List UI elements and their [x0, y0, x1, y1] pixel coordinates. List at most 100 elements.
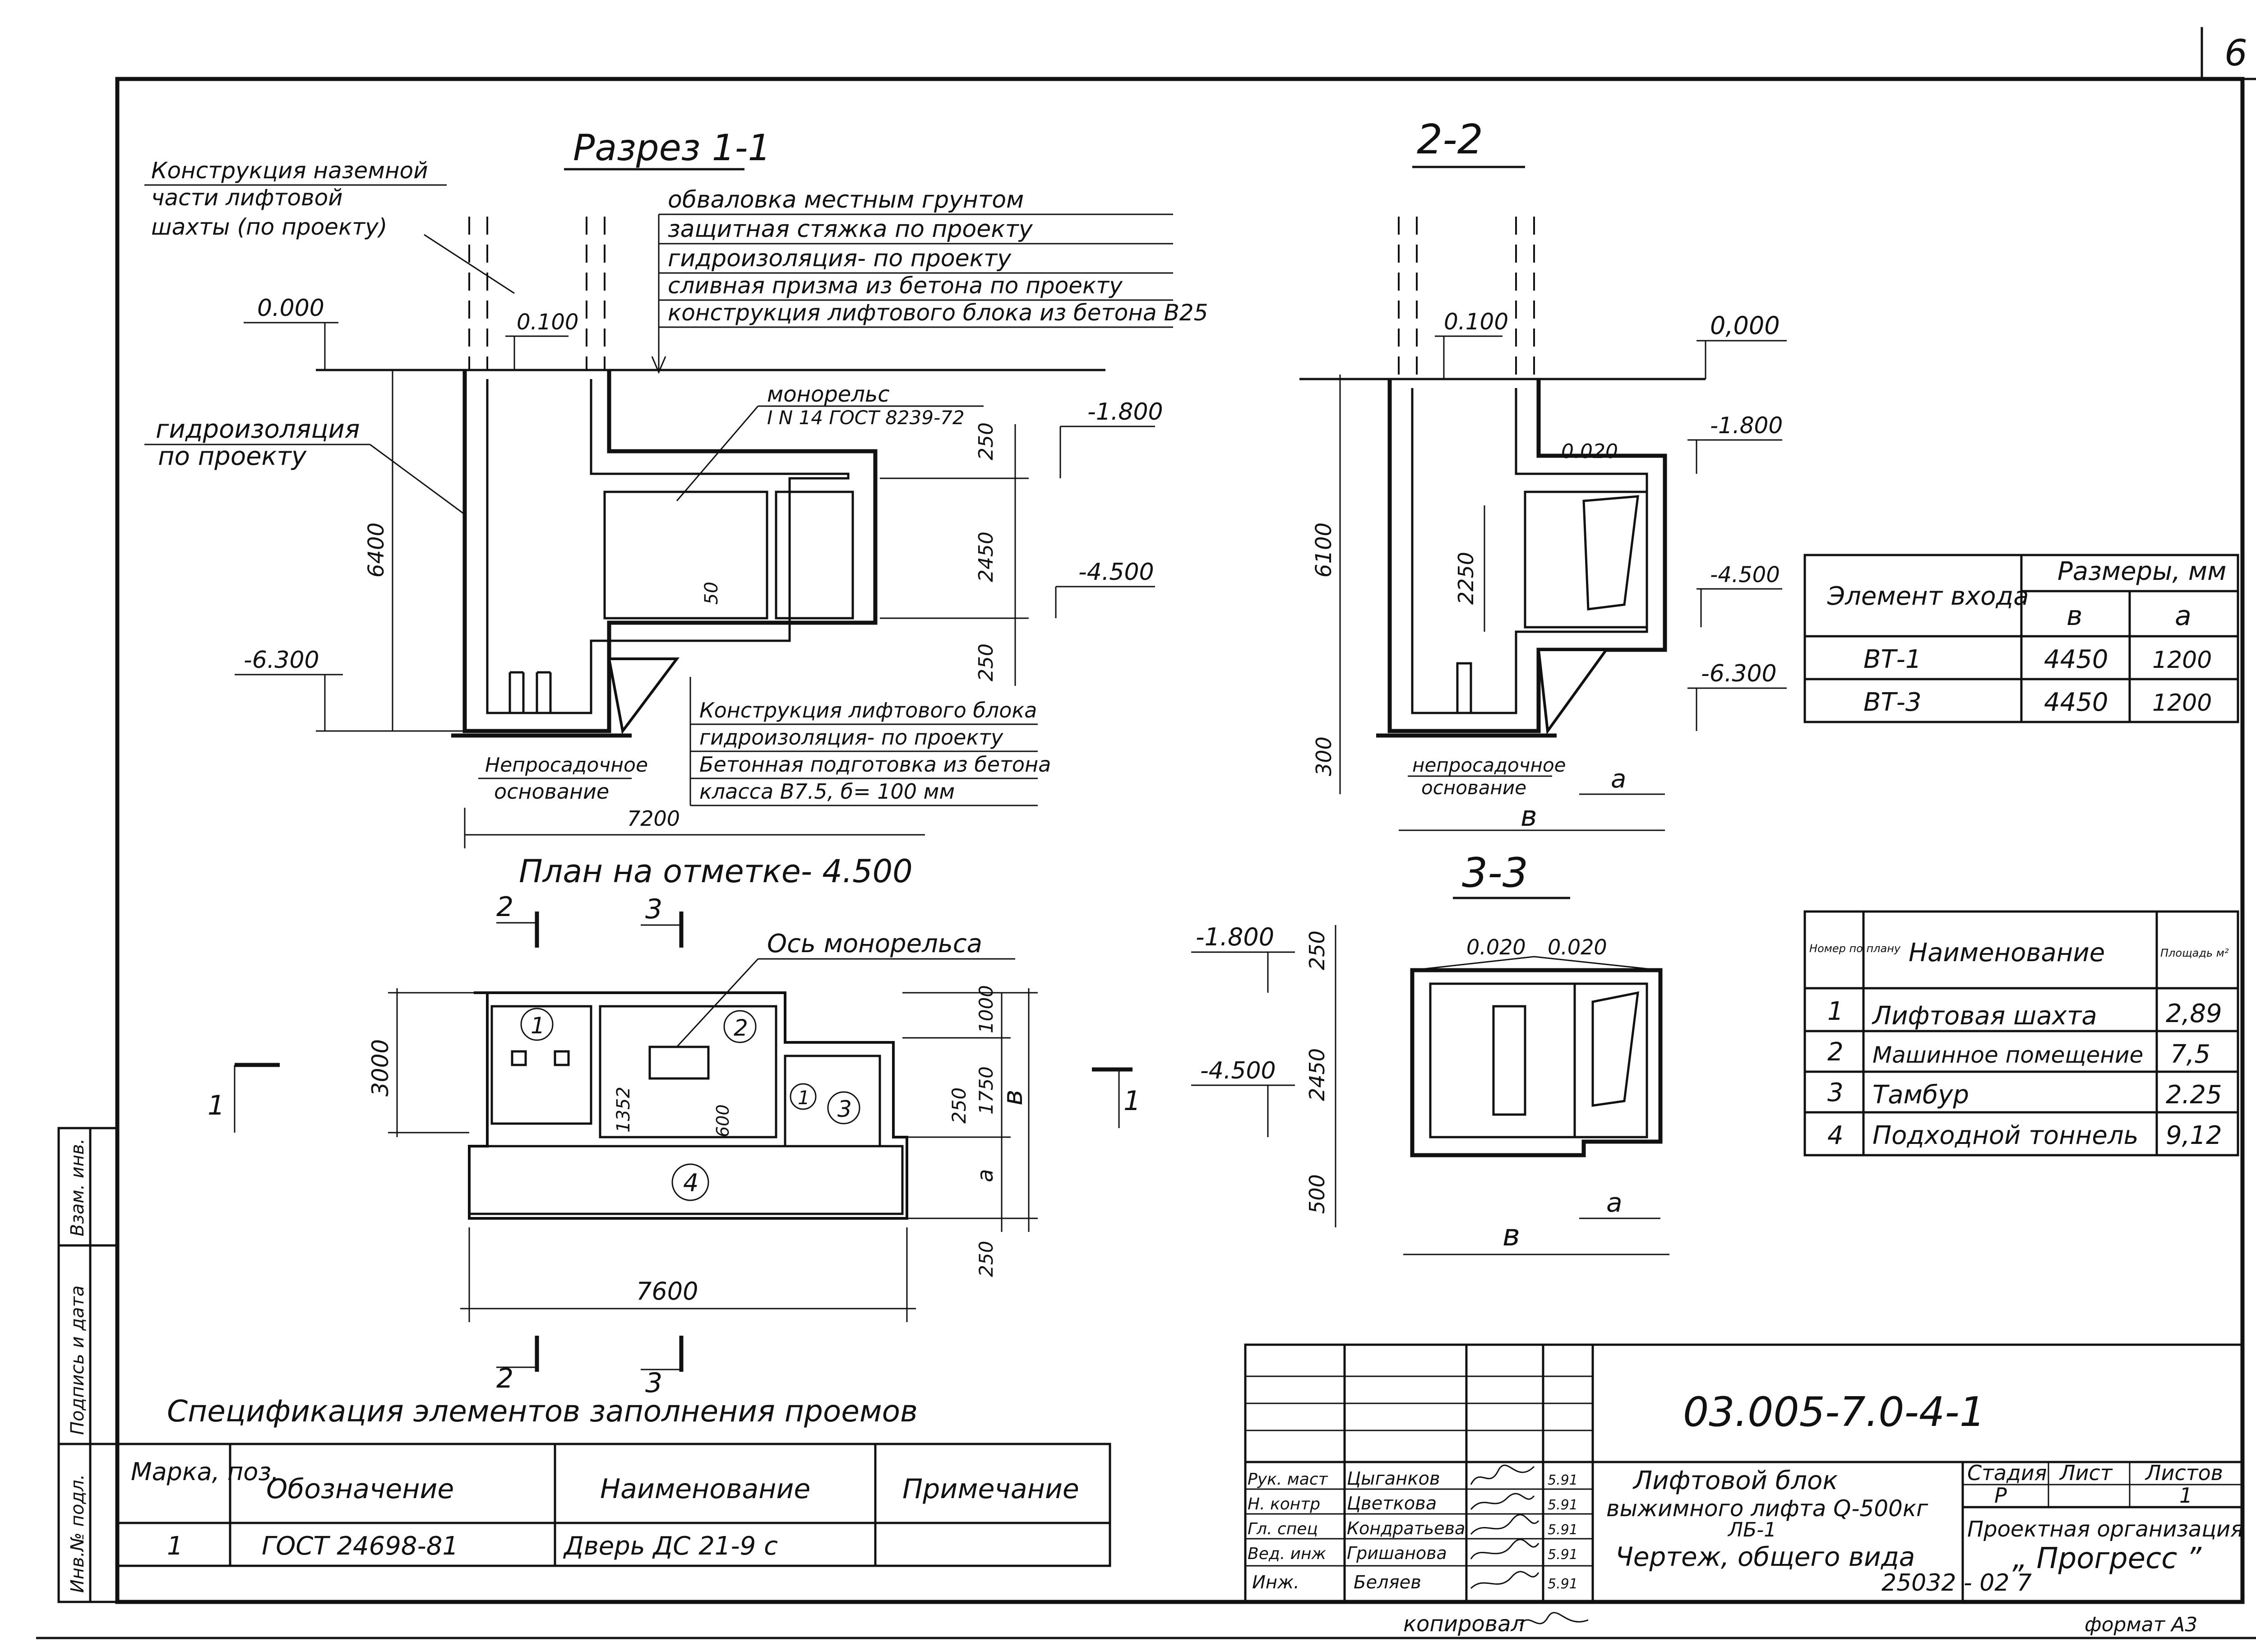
entry-row1-name: ВТ-1 [1863, 645, 1921, 674]
s33-level-minus4500: -4.500 [1200, 1057, 1276, 1084]
section-1-1-title: Разрез 1-1 [573, 127, 771, 169]
section-1-1: Разрез 1-1 Конструкция наземной части ли… [144, 127, 1208, 848]
sheets-value: 1 [2179, 1483, 2192, 1508]
dim-2450: 2450 [975, 532, 998, 582]
name-3: Кондратьева [1347, 1518, 1465, 1538]
rooms-row3-name: Тамбур [1872, 1080, 1969, 1110]
rooms-row2-num: 2 [1827, 1037, 1844, 1067]
s22-level-0020: 0.020 [1561, 440, 1618, 463]
plan-dim-250a: 250 [948, 1087, 970, 1124]
rooms-row2-area: 7,5 [2170, 1040, 2210, 1069]
s22-level-minus6300: -6.300 [1701, 660, 1777, 687]
plan-dim-7600: 7600 [636, 1277, 698, 1305]
entry-row2-name: ВТ-3 [1863, 688, 1921, 717]
spec-row1-designation: ГОСТ 24698-81 [262, 1532, 458, 1561]
date-2: 5.91 [1548, 1497, 1578, 1513]
section-3-3-title: 3-3 [1462, 849, 1528, 897]
org-2: „ Прогресс ” [2012, 1542, 2202, 1575]
s33-level-0020b: 0.020 [1548, 935, 1607, 959]
entry-table: Элемент входа Размеры, мм в а ВТ-1 4450 … [1803, 554, 2239, 723]
spec-row1-name: Дверь ДС 21-9 с [563, 1532, 778, 1561]
entry-header-b: в [2066, 600, 2082, 632]
entry-row1-b: 4450 [2044, 645, 2108, 674]
title-code: 03.005-7.0-4-1 [1683, 1388, 1985, 1436]
plan-dim-a: a [973, 1169, 998, 1182]
level-0000: 0.000 [257, 295, 324, 322]
level-minus1800: -1.800 [1087, 398, 1163, 426]
dim-250b: 250 [975, 643, 998, 681]
layer-5: конструкция лифтового блока из бетона В2… [668, 300, 1208, 326]
cut-3-bottom: 3 [645, 1367, 662, 1399]
dim-7200: 7200 [627, 806, 680, 831]
bottom-layer-1: Конструкция лифтового блока [699, 698, 1037, 722]
spec-header-note: Примечание [902, 1473, 1079, 1505]
entry-header-size: Размеры, мм [2057, 557, 2226, 586]
s22-dim-b: в [1521, 800, 1537, 833]
section-2-2-title: 2-2 [1417, 116, 1483, 163]
desc-2: выжимного лифта Q-500кг [1606, 1495, 1928, 1522]
org-1: Проектная организация [1967, 1517, 2243, 1542]
cut-3-top: 3 [645, 893, 662, 925]
s22-dim-a: a [1611, 764, 1626, 794]
plan-view: План на отметке- 4.500 1 2 1 3 4 Ось мон… [208, 853, 1141, 1399]
rooms-table: Номер по плану Наименование Площадь м² 1… [1803, 910, 2239, 1157]
dim-50: 50 [701, 582, 722, 605]
level-minus6300: -6.300 [244, 647, 319, 674]
format-label: формат А3 [2085, 1613, 2197, 1636]
dim-250a: 250 [975, 422, 998, 460]
s33-dim-b: в [1502, 1218, 1520, 1253]
copied-by: копировал [1403, 1611, 1525, 1637]
stage-value: Р [1994, 1483, 2007, 1508]
rooms-header-name: Наименование [1909, 938, 2105, 967]
room-marker-1: 1 [531, 1013, 545, 1039]
spec-row1-mark: 1 [167, 1532, 183, 1561]
role-1: Рук. маст [1248, 1470, 1328, 1489]
role-4: Вед. инж [1248, 1545, 1327, 1563]
spec-header-designation: Обозначение [266, 1473, 454, 1505]
spec-header-name: Наименование [600, 1473, 810, 1505]
desc-4: Чертеж, общего вида [1615, 1541, 1915, 1572]
copier-signature [1520, 1612, 1589, 1625]
s22-level-0100: 0.100 [1444, 309, 1508, 335]
section-3-3: 3-3 0.020 0.020 -1.800 -4.500 250 2450 5… [1191, 849, 1669, 1255]
room-marker-3: 3 [837, 1096, 852, 1122]
rooms-row3-num: 3 [1827, 1078, 1844, 1107]
desc-3: ЛБ-1 [1727, 1518, 1776, 1541]
s22-level-minus1800: -1.800 [1710, 412, 1783, 439]
spec-header-mark: Марка, поз. [131, 1458, 279, 1486]
signature-4 [1470, 1539, 1539, 1559]
monorail-2: I N 14 ГОСТ 8239-72 [767, 407, 965, 429]
s33-dim-500: 500 [1305, 1174, 1329, 1214]
sheet-number: 6 [2224, 32, 2247, 74]
monorail-axis-label: Ось монорельса [767, 929, 982, 958]
s22-level-0000: 0,000 [1710, 311, 1780, 340]
side-stamp-replace: Взам. инв. [67, 1138, 88, 1236]
rooms-row1-num: 1 [1827, 997, 1844, 1026]
date-1: 5.91 [1548, 1472, 1578, 1488]
desc-1: Лифтовой блок [1632, 1466, 1838, 1495]
cut-2-bottom: 2 [496, 1363, 513, 1394]
entry-row2-a: 1200 [2152, 689, 2212, 717]
name-2: Цветкова [1347, 1493, 1437, 1514]
plan-dim-1750: 1750 [975, 1066, 997, 1115]
s22-level-minus4500: -4.500 [1710, 562, 1780, 588]
plan-dim-250b: 250 [975, 1241, 997, 1277]
name-4: Гришанова [1347, 1543, 1447, 1563]
spec-title: Спецификация элементов заполнения проемо… [167, 1394, 918, 1429]
rooms-row1-name: Лифтовая шахта [1872, 1001, 2097, 1031]
plan-dim-3000: 3000 [367, 1039, 393, 1097]
bottom-layer-4: класса В7.5, б= 100 мм [699, 779, 955, 804]
rooms-row4-num: 4 [1827, 1121, 1844, 1150]
room-marker-4: 4 [683, 1169, 698, 1197]
entry-row2-b: 4450 [2044, 688, 2108, 717]
signature-1 [1470, 1464, 1535, 1485]
stamp-number: 25032 - 02 7 [1882, 1569, 2032, 1596]
hydro-label-2: по проекту [158, 442, 307, 471]
role-2: Н. контр [1248, 1495, 1320, 1513]
stage-header: Стадия [1967, 1461, 2047, 1485]
name-5: Беляев [1354, 1572, 1421, 1593]
section-2-2: 2-2 0.100 0,000 -1.800 0.020 -4.500 -6.3… [1299, 116, 1787, 833]
rooms-row3-area: 2.25 [2166, 1080, 2222, 1110]
s22-base-1: непросадочное [1412, 754, 1566, 776]
